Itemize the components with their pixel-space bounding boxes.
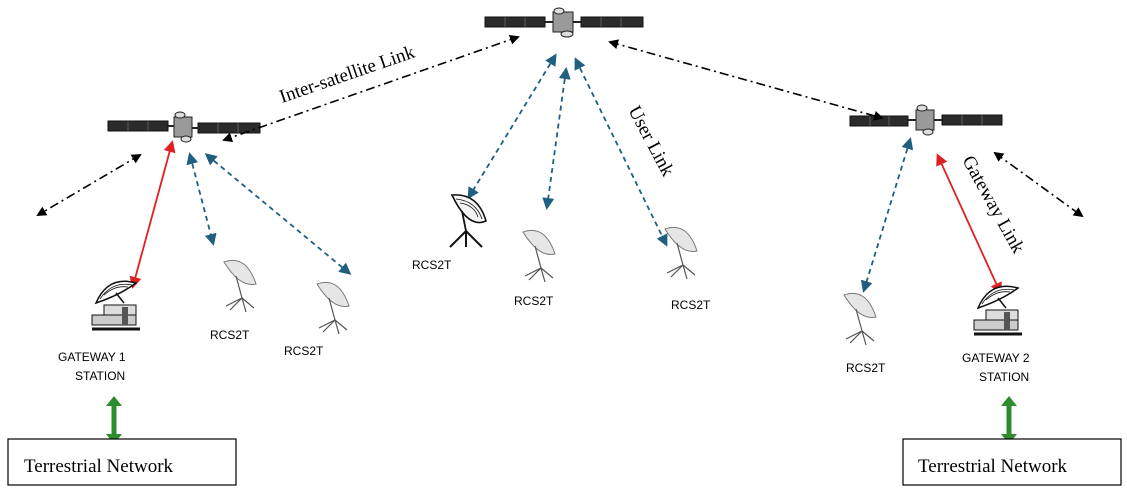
gateway-link-right	[936, 153, 1002, 295]
terrestrial-network-left-box: Terrestrial Network	[7, 438, 237, 486]
gateway-links	[129, 140, 1002, 295]
rcs2t-terminal-center-2-icon	[522, 229, 556, 283]
satellite-left-icon	[107, 111, 261, 143]
user-link-left-1	[186, 152, 217, 246]
rcs2t-terminal-left-1-icon	[223, 259, 257, 313]
inter-satellite-link-left-outer	[36, 153, 142, 217]
rcs2t-label-right-1: RCS2T	[846, 361, 886, 375]
gateway-1-antenna-icon	[91, 280, 140, 331]
gateway-1-label-line2: STATION	[75, 369, 125, 383]
rcs2t-terminal-right-1-icon	[843, 292, 877, 346]
terrestrial-link-right-icon	[1001, 396, 1017, 444]
rcs2t-label-left-1: RCS2T	[210, 328, 250, 342]
gateway-1-label-line1: GATEWAY 1	[58, 350, 126, 364]
rcs2t-terminal-center-3-icon	[664, 226, 698, 280]
terrestrial-network-right-label: Terrestrial Network	[918, 456, 1068, 477]
terrestrial-link-left-icon	[106, 396, 122, 444]
satellite-right-icon	[849, 104, 1003, 136]
terrestrial-network-right-box: Terrestrial Network	[902, 438, 1122, 486]
rcs2t-terminal-left-2-icon	[316, 281, 350, 335]
user-link-label: User Link	[624, 102, 679, 180]
inter-satellite-link-right-outer	[993, 151, 1084, 218]
gateway-link-label: Gateway Link	[958, 152, 1029, 257]
gateway-2-label-line2: STATION	[979, 370, 1029, 384]
user-links	[186, 53, 914, 293]
inter-satellite-link-center-left	[222, 34, 520, 143]
gateway-link-left	[129, 140, 176, 289]
gateway-2-label-line1: GATEWAY 2	[962, 351, 1030, 365]
rcs2t-label-center-3: RCS2T	[671, 298, 711, 312]
satellite-center-icon	[484, 7, 644, 38]
rcs2t-label-center-2: RCS2T	[514, 294, 554, 308]
rcs2t-label-left-2: RCS2T	[284, 344, 324, 358]
gateway-2-antenna-icon	[973, 285, 1022, 336]
rcs2t-label-center-1: RCS2T	[412, 258, 452, 272]
rcs2t-terminal-center-1-icon	[449, 194, 487, 248]
user-link-center-2	[542, 67, 571, 210]
terrestrial-network-left-label: Terrestrial Network	[24, 456, 174, 477]
inter-satellite-link-center-right	[608, 39, 884, 121]
inter-satellite-link-label: Inter-satellite Link	[277, 42, 418, 108]
user-link-center-1	[467, 53, 557, 200]
user-link-center-3	[574, 57, 668, 247]
user-link-right-1	[860, 137, 914, 293]
user-link-left-2	[204, 153, 352, 275]
